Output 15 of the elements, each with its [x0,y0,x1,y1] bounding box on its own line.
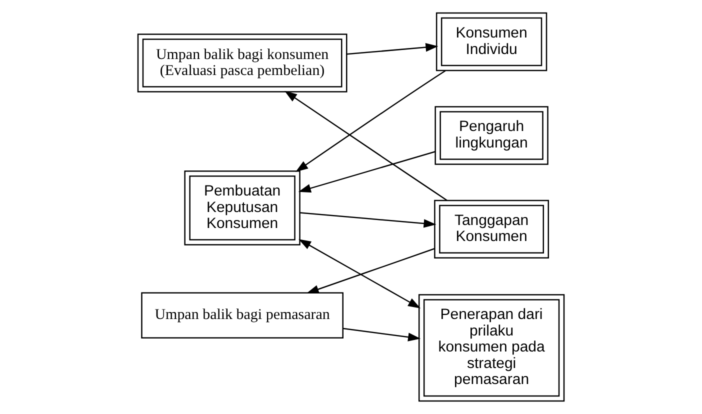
node-box: Umpan balik bagi pemasaran [141,292,344,338]
node-box: Tanggapan Konsumen [434,200,549,259]
arrow [298,239,421,308]
arrow [300,212,436,228]
node-box: Penerapan dari prilaku konsumen pada strategi pemasaran [418,294,565,402]
arrow [284,90,448,201]
node-box: Konsumen Individu [436,12,548,72]
node-box: Umpan balik bagi konsumen (Evaluasi pasca pembelian) [137,34,348,92]
arrow [298,151,436,193]
node-box: Pembuatan Keputusan Konsumen [184,170,300,246]
node-box: Pengaruh lingkungan [434,106,548,165]
arrow [306,248,435,294]
arrow [343,328,421,342]
arrow [296,70,446,172]
arrow [346,42,438,55]
